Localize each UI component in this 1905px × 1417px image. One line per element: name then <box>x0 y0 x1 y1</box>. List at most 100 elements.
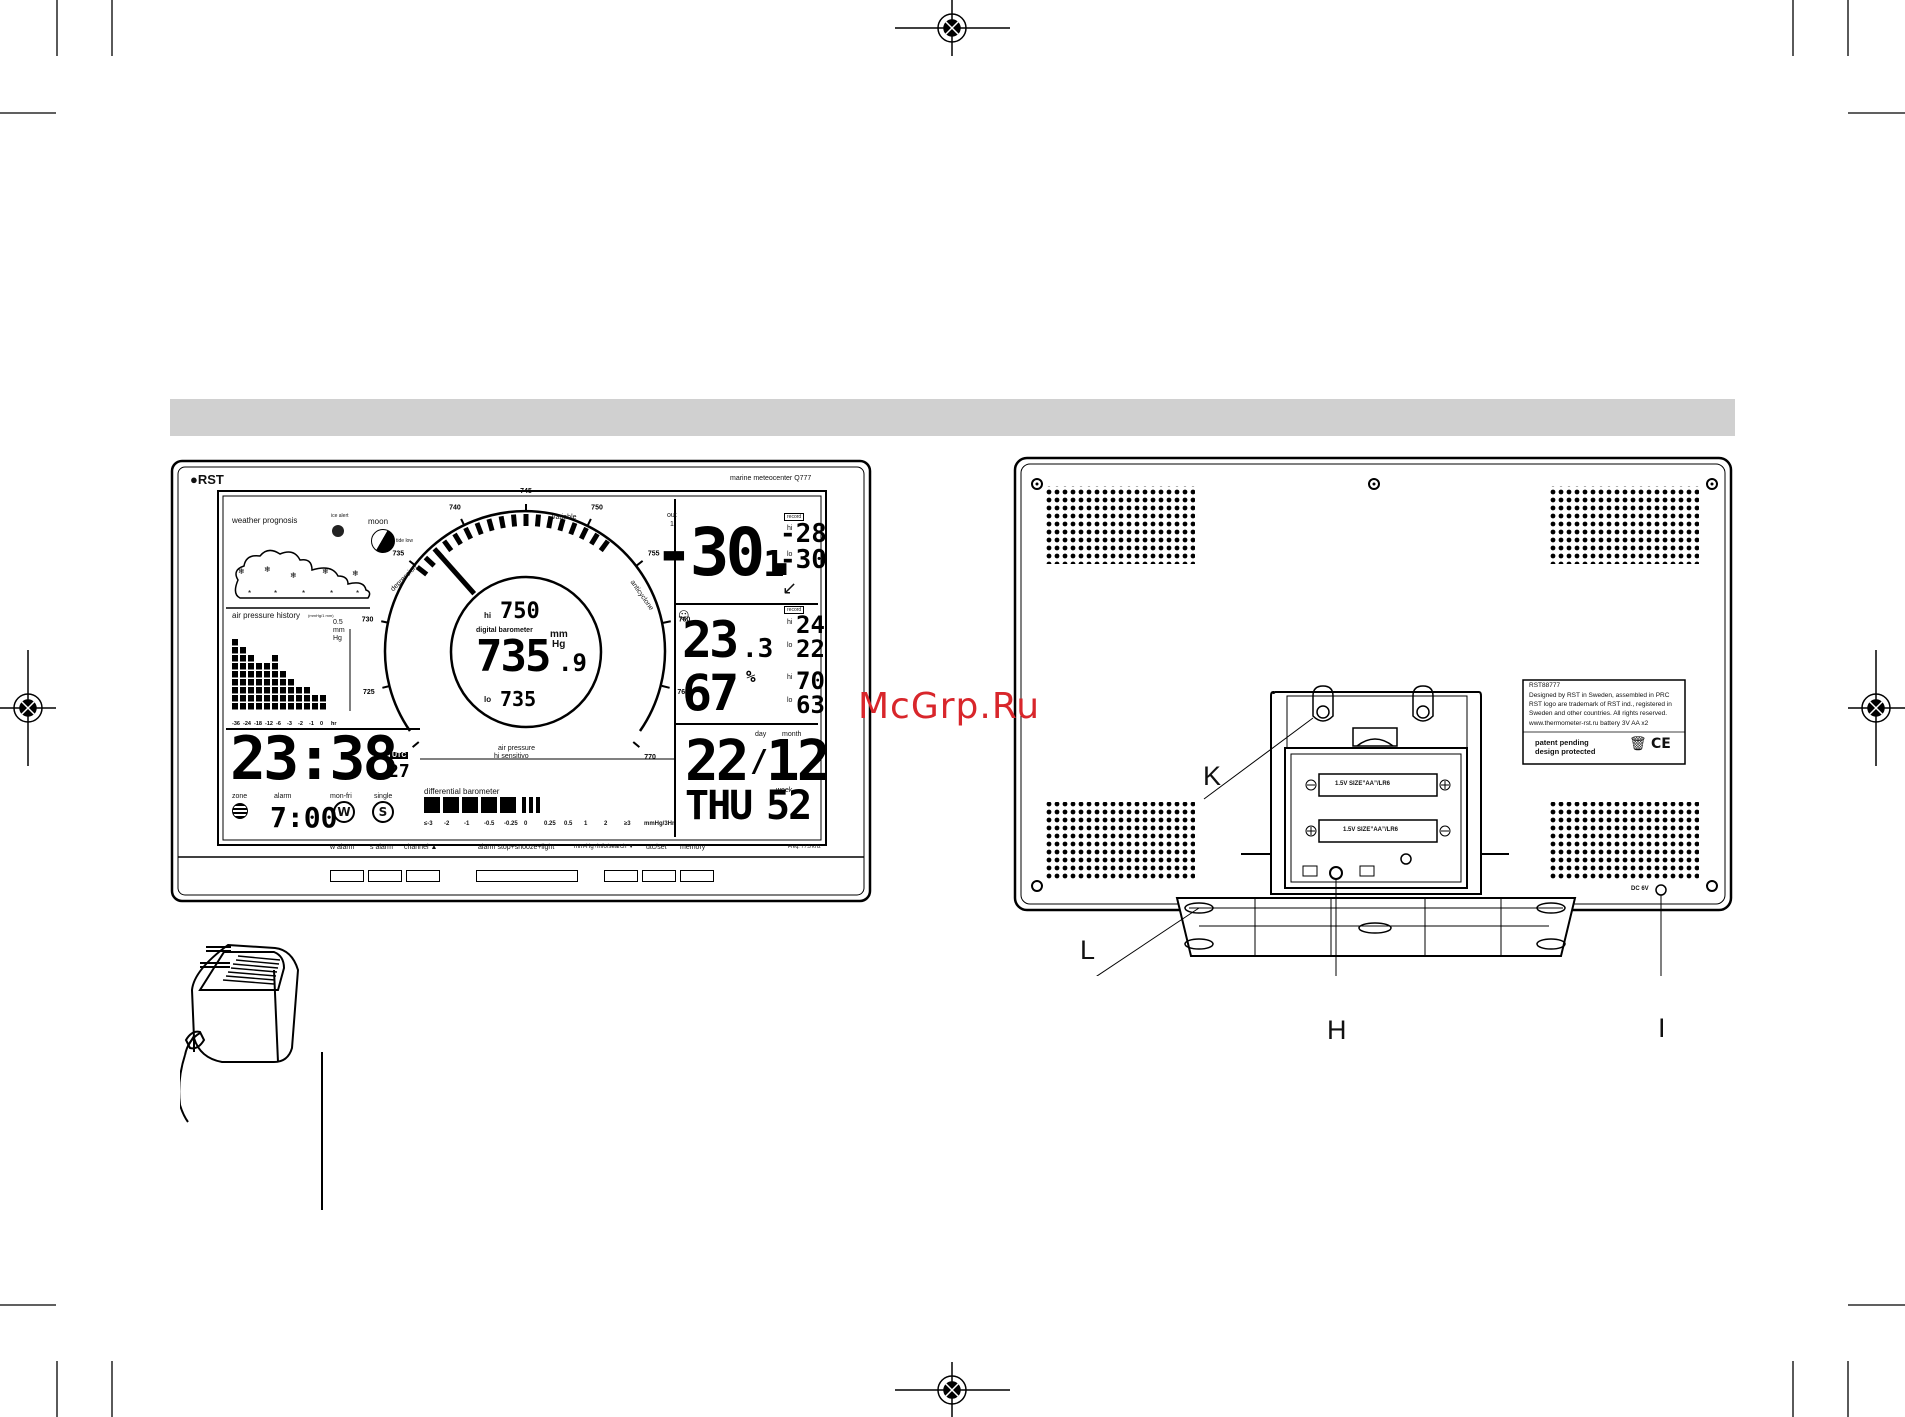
history-axis-label: -1 <box>309 721 314 727</box>
channel-button[interactable] <box>406 870 440 882</box>
history-scale-2: mm <box>333 627 345 634</box>
globe-icon <box>232 803 248 819</box>
gauge-segment <box>534 514 541 527</box>
history-bar-segment <box>240 679 246 686</box>
baro-lo-value: 735 <box>500 687 537 711</box>
baro-gauge: 720725730735740745750755760765770 <box>362 488 691 761</box>
gauge-segment <box>452 532 463 546</box>
mon-fri-label: mon-fri <box>330 793 352 800</box>
gauge-tick <box>586 518 592 527</box>
gauge-tick <box>408 560 417 567</box>
history-bar-segment <box>280 695 286 702</box>
diff-scale-label: 0 <box>524 821 528 827</box>
sticker-line-5: www.thermometer-rst.ru battery 3V AA x2 <box>1529 720 1649 727</box>
sticker-line-2: Designed by RST in Sweden, assembled in … <box>1529 692 1670 699</box>
indoor-hi-label: hi <box>787 619 793 626</box>
history-bar-segment <box>232 703 238 710</box>
gauge-segment <box>415 565 429 577</box>
ice-alert-label: ice alert <box>331 513 349 519</box>
history-bar-segment <box>320 695 326 702</box>
diff-bar-segment-thin <box>522 797 526 813</box>
diff-scale-label: ≤-3 <box>424 821 433 827</box>
history-bar-segment <box>272 687 278 694</box>
outdoor-lo-value: -30 <box>780 545 827 575</box>
diff-bar-segment <box>481 797 497 813</box>
svg-text:*: * <box>248 589 251 598</box>
week-number: 52 <box>766 783 812 829</box>
utc-set-button[interactable] <box>642 870 676 882</box>
history-bar-segment <box>256 679 262 686</box>
btn-label-alarm-stop: alarm stop+snooze+light <box>478 844 555 851</box>
history-bar-segment <box>256 687 262 694</box>
gauge-pointer <box>435 550 477 596</box>
history-bar-segment <box>256 663 262 670</box>
history-bar-segment <box>288 679 294 686</box>
diff-scale-label: ≥3 <box>624 821 631 827</box>
callout-l: L <box>1080 935 1096 965</box>
gauge-tick-label: 745 <box>520 488 532 495</box>
dc-input-label: DC 6V <box>1631 886 1649 892</box>
baro-hi-label: hi <box>484 611 492 620</box>
diff-scale-label: 0.25 <box>544 821 556 827</box>
indoor-icon: ☺ <box>678 609 690 622</box>
history-bar-segment <box>240 663 246 670</box>
gauge-tick-label: 730 <box>362 616 374 623</box>
gauge-tick <box>632 741 641 748</box>
gauge-segment <box>463 526 474 540</box>
svg-text:❄: ❄ <box>290 571 297 580</box>
history-axis-label: -6 <box>276 721 281 727</box>
moon-label: moon <box>368 517 389 526</box>
humidity-value: 67 <box>682 664 739 722</box>
history-axis-label: -12 <box>265 721 273 727</box>
svg-text:*: * <box>330 589 333 598</box>
gauge-tick-label: 735 <box>392 550 404 557</box>
baro-unit-hg: Hg <box>552 639 566 650</box>
indoor-lo-value: 22 <box>796 635 825 663</box>
baro-lo-label: lo <box>484 695 492 704</box>
patent-pending: patent pending <box>1535 738 1589 747</box>
baro-main-value: 735 <box>476 631 551 682</box>
ce-mark: CE <box>1651 736 1671 752</box>
s-alarm-button[interactable] <box>368 870 402 882</box>
history-bar-segment <box>272 671 278 678</box>
history-bar-segment <box>264 695 270 702</box>
diff-bar-segment-thin <box>536 797 540 813</box>
search-button[interactable] <box>604 870 638 882</box>
gauge-tick <box>460 518 466 527</box>
history-bar-segment <box>240 687 246 694</box>
svg-text:*: * <box>274 589 277 598</box>
memory-button[interactable] <box>680 870 714 882</box>
trend-arrow-icon: ↙ <box>782 578 798 599</box>
humidity-hi-label: hi <box>787 674 793 681</box>
history-bar-segment <box>232 671 238 678</box>
gauge-tick <box>381 620 390 624</box>
history-bar-segment <box>264 671 270 678</box>
history-bar-segment <box>248 671 254 678</box>
gauge-segment <box>578 526 589 540</box>
history-bar-segment <box>232 655 238 662</box>
history-bar-segment <box>240 703 246 710</box>
w-alarm-button[interactable] <box>330 870 364 882</box>
air-history-unit: (mmHg/1 mm) <box>308 613 334 618</box>
sticker-line-4: Sweden and other countries. All rights r… <box>1529 710 1668 717</box>
history-bar-segment <box>256 695 262 702</box>
gauge-variable-label: variable <box>552 514 577 521</box>
weather-prognosis-label: weather prognosis <box>232 516 298 525</box>
alarm-stop-snooze-button[interactable] <box>476 870 578 882</box>
sticker-line-3: RST logo are trademark of RST ind., regi… <box>1529 701 1672 708</box>
history-bar-segment <box>264 663 270 670</box>
svg-text:*: * <box>302 589 305 598</box>
weee-bin-icon: 🗑 <box>1629 736 1647 752</box>
diff-baro-label: differential barometer <box>424 787 500 796</box>
gauge-segment <box>589 532 600 546</box>
moon-phase-icon <box>371 529 395 553</box>
gauge-tick-label: 770 <box>644 754 656 761</box>
gauge-segment <box>423 555 436 568</box>
rear-view: RST88777 Designed by RST in Sweden, asse… <box>1013 456 1733 976</box>
device-front-outline <box>170 459 872 903</box>
history-bar-segment <box>272 655 278 662</box>
history-axis-label: -18 <box>254 721 262 727</box>
history-bar-segment <box>248 679 254 686</box>
